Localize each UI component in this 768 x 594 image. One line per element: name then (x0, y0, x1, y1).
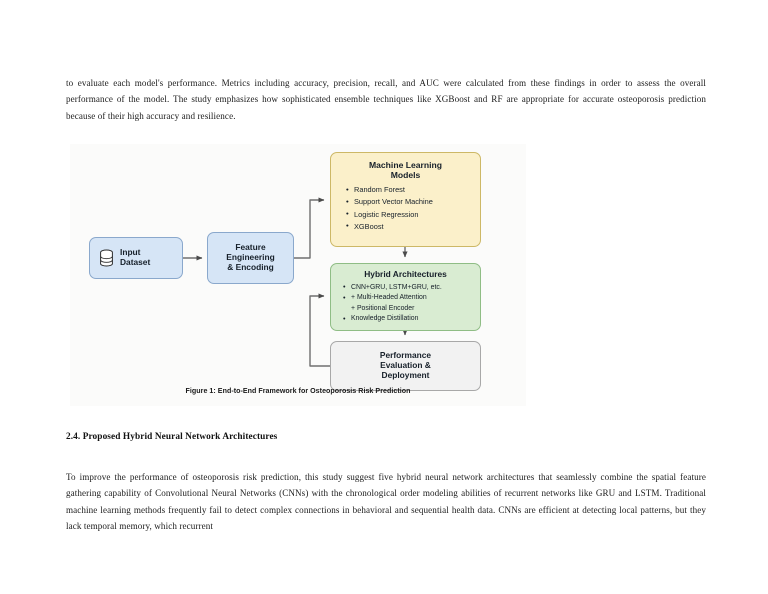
node-input-line2: Dataset (120, 257, 151, 267)
list-item: + Multi-Headed Attention (343, 293, 473, 303)
node-ml-models[interactable]: Machine Learning Models Random Forest Su… (330, 152, 481, 247)
figure-container: Input Dataset Feature Engineering & Enco… (70, 144, 526, 406)
section-heading: 2.4. Proposed Hybrid Neural Network Arch… (66, 432, 278, 442)
node-input-line1: Input (120, 247, 141, 258)
database-icon (100, 249, 113, 267)
list-item-continuation: + Positional Encoder (351, 304, 415, 312)
figure-caption: Figure 1: End-to-End Framework for Osteo… (185, 387, 411, 395)
node-hybrid-list: CNN+GRU, LSTM+GRU, etc. + Multi-Headed A… (338, 282, 473, 325)
node-performance-evaluation[interactable]: Performance Evaluation & Deployment (330, 341, 481, 391)
list-item: CNN+GRU, LSTM+GRU, etc. (343, 282, 473, 292)
paragraph-bottom: To improve the performance of osteoporos… (66, 472, 706, 531)
node-input-dataset[interactable]: Input Dataset (89, 237, 183, 279)
paragraph-top: to evaluate each model's performance. Me… (66, 78, 706, 121)
list-item: Random Forest (346, 185, 473, 195)
node-feature-engineering[interactable]: Feature Engineering & Encoding (207, 232, 294, 284)
node-ml-line2: Models (390, 170, 421, 181)
node-feature-line3: & Encoding (227, 261, 274, 272)
node-ml-models-list: Random Forest Support Vector Machine Log… (338, 185, 473, 233)
link-feature-to-ml (294, 197, 325, 259)
node-feature-line2: Engineering (226, 252, 275, 263)
list-item: Logistic Regression (346, 209, 473, 220)
list-item: XGBoost (346, 221, 473, 232)
node-input-dataset-title: Input Dataset (120, 247, 151, 268)
node-perf-line1: Performance (379, 350, 432, 361)
node-feature-title: Feature Engineering & Encoding (226, 242, 275, 273)
node-hybrid-architectures[interactable]: Hybrid Architectures CNN+GRU, LSTM+GRU, … (330, 263, 481, 331)
link-performance-to-hybrid (309, 293, 330, 367)
list-item: Support Vector Machine (346, 197, 473, 207)
node-hybrid-title: Hybrid Architectures (364, 269, 447, 279)
node-perf-line2: Evaluation & (380, 360, 431, 371)
node-ml-line1: Machine Learning (368, 160, 443, 170)
node-feature-line1: Feature (235, 242, 266, 253)
node-performance-title: Performance Evaluation & Deployment (379, 350, 432, 381)
node-ml-models-title: Machine Learning Models (338, 160, 473, 180)
list-item: Knowledge Distillation (343, 314, 473, 324)
node-perf-line3: Deployment (381, 369, 430, 380)
